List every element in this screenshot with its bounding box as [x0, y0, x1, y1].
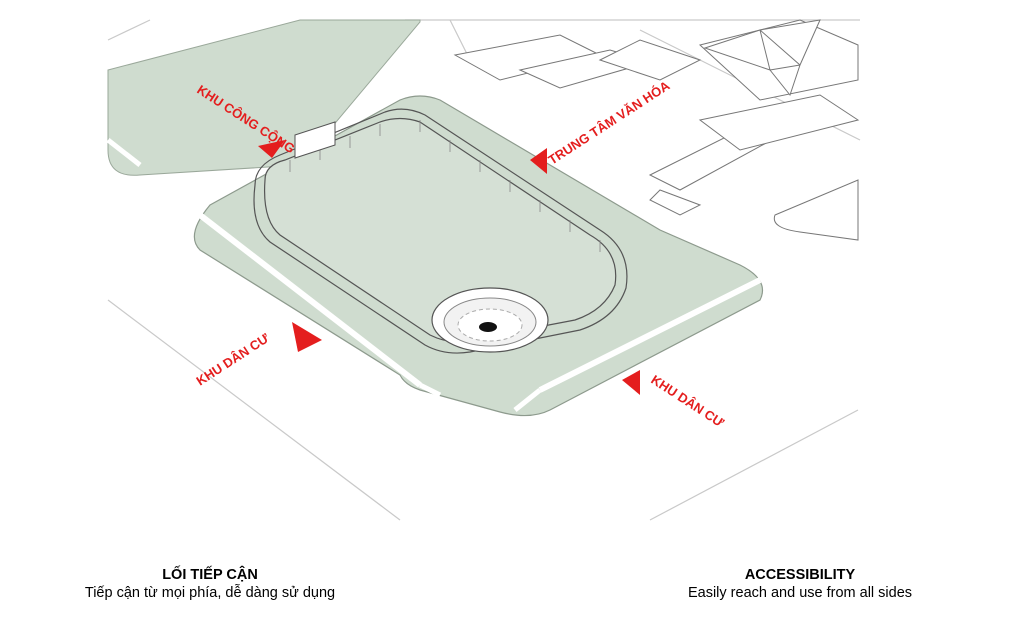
arrow-residential-left: KHU DÂN CƯ	[193, 322, 322, 389]
elevated-walkway	[253, 108, 628, 354]
arrow-culture: TRUNG TÂM VĂN HÓA	[530, 78, 673, 174]
label-residential-left: KHU DÂN CƯ	[193, 330, 272, 388]
cultural-center-structures	[453, 19, 860, 241]
caption-left-title: LỐI TIẾP CẬN	[162, 567, 258, 583]
circular-plaza	[431, 287, 549, 353]
caption-english: ACCESSIBILITY Easily reach and use from …	[590, 566, 1010, 602]
caption-left-subtitle: Tiếp cận từ mọi phía, dễ dàng sử dụng	[84, 585, 336, 601]
caption-vietnamese: LỐI TIẾP CẬN Tiếp cận từ mọi phía, dễ dà…	[0, 566, 420, 602]
label-residential-right: KHU DÂN CƯ	[648, 372, 727, 430]
accessibility-diagram: KHU CÔNG CỘNG TRUNG TÂM VĂN HÓA KHU DÂN …	[106, 19, 861, 521]
public-block	[106, 19, 421, 176]
arrow-residential-right: KHU DÂN CƯ	[622, 370, 727, 430]
label-culture: TRUNG TÂM VĂN HÓA	[545, 78, 672, 168]
signboard	[294, 121, 336, 159]
caption-right-title: ACCESSIBILITY	[744, 567, 856, 583]
caption-right-subtitle: Easily reach and use from all sides	[687, 585, 913, 601]
